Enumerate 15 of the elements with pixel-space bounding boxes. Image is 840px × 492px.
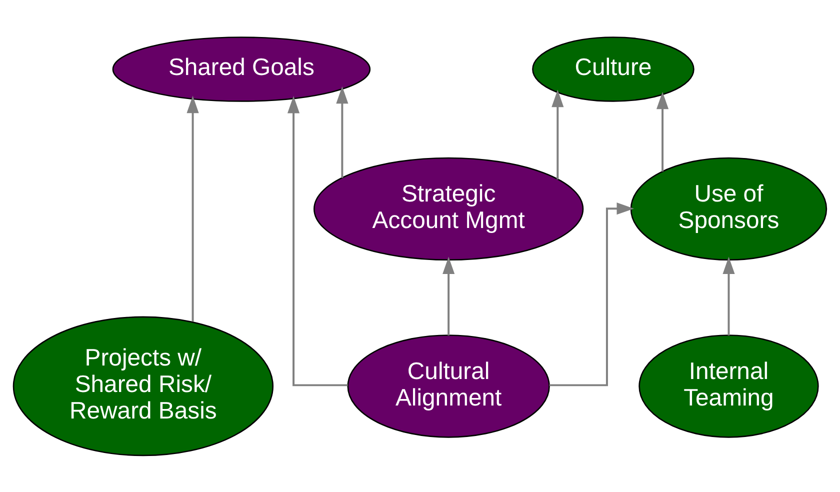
node-ellipse: Internal Teaming	[638, 334, 819, 438]
node-ellipse: Cultural Alignment	[347, 334, 550, 438]
arrow	[656, 91, 669, 171]
node-ellipse: Projects w/ Shared Risk/ Reward Basis	[12, 316, 274, 456]
arrow	[336, 86, 348, 178]
arrow	[722, 256, 735, 335]
node-ellipse: Use of Sponsors	[630, 156, 828, 260]
node-ellipse: Strategic Account Mgmt	[314, 156, 584, 260]
arrow	[186, 95, 199, 322]
arrow	[442, 256, 455, 335]
arrow	[549, 202, 634, 386]
arrow	[552, 89, 564, 179]
arrow	[287, 95, 348, 386]
node-ellipse: Culture	[532, 36, 694, 102]
node-ellipse: Shared Goals	[112, 36, 371, 102]
